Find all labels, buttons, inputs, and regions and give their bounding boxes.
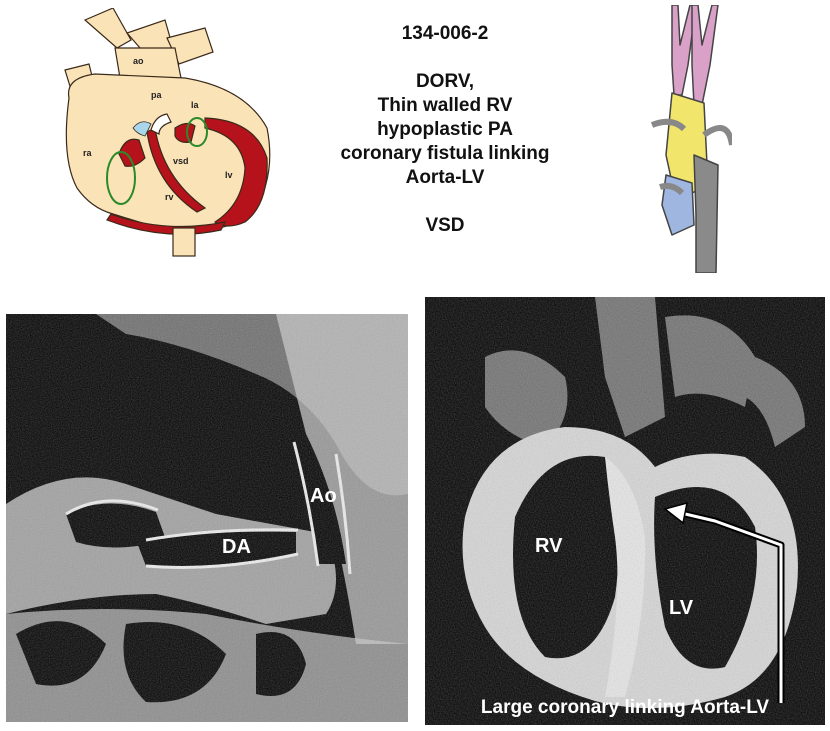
diagnosis-line: DORV,	[415, 71, 475, 92]
left-ct-texture	[6, 314, 408, 722]
mitral-muscle	[174, 122, 196, 143]
label-ao-image: Ao	[310, 485, 337, 507]
lv-wall	[204, 117, 268, 227]
specimen-id: 134-006-2	[401, 23, 489, 44]
label-lv: lv	[225, 170, 233, 180]
diagnosis-line: Thin walled RV	[377, 95, 513, 116]
septum	[146, 127, 207, 213]
label-la: la	[191, 100, 200, 110]
septal-highlight	[150, 113, 172, 135]
label-lv-image: LV	[669, 597, 694, 619]
tricuspid-valve	[106, 151, 136, 205]
mitral-valve	[186, 117, 208, 147]
diagnosis-line: hypoplastic PA	[377, 119, 513, 140]
annotation-arrow	[663, 501, 785, 703]
right-ct-texture	[425, 297, 825, 725]
right-ct-image: RV LV Large coronary linking Aorta-LV	[425, 297, 825, 725]
diagnosis-line: Aorta-LV	[405, 167, 485, 188]
image-caption: Large coronary linking Aorta-LV	[480, 697, 770, 718]
heart-diagram: ao pa la ra vsd rv lv	[64, 8, 271, 257]
label-ra: ra	[83, 148, 93, 158]
label-rv: rv	[165, 192, 174, 202]
label-da: DA	[222, 536, 251, 558]
ivc-stub	[172, 227, 196, 257]
label-ao: ao	[133, 56, 144, 66]
diagnosis-line: coronary fistula linking	[340, 143, 550, 164]
left-ct-image: DA Ao	[6, 314, 408, 722]
tricuspid-muscle	[118, 138, 146, 167]
blue-segment	[661, 174, 695, 236]
label-pa: pa	[151, 90, 162, 100]
right-branch	[702, 124, 732, 146]
left-branch	[650, 118, 687, 132]
grain-overlay-right	[425, 297, 825, 725]
label-rv-image: RV	[535, 535, 563, 557]
gray-segment	[693, 154, 719, 273]
vessel-branch-1	[83, 8, 132, 49]
valve-leaflet	[132, 121, 152, 137]
title-block: 134-006-2 DORV, Thin walled RV hypoplast…	[300, 22, 590, 238]
label-vsd: vsd	[173, 156, 189, 166]
pink-vessels-right	[691, 5, 719, 106]
vessel-diagram	[650, 5, 732, 273]
lower-branch	[659, 182, 685, 196]
defect-label: VSD	[425, 215, 465, 236]
grain-overlay	[6, 314, 408, 722]
